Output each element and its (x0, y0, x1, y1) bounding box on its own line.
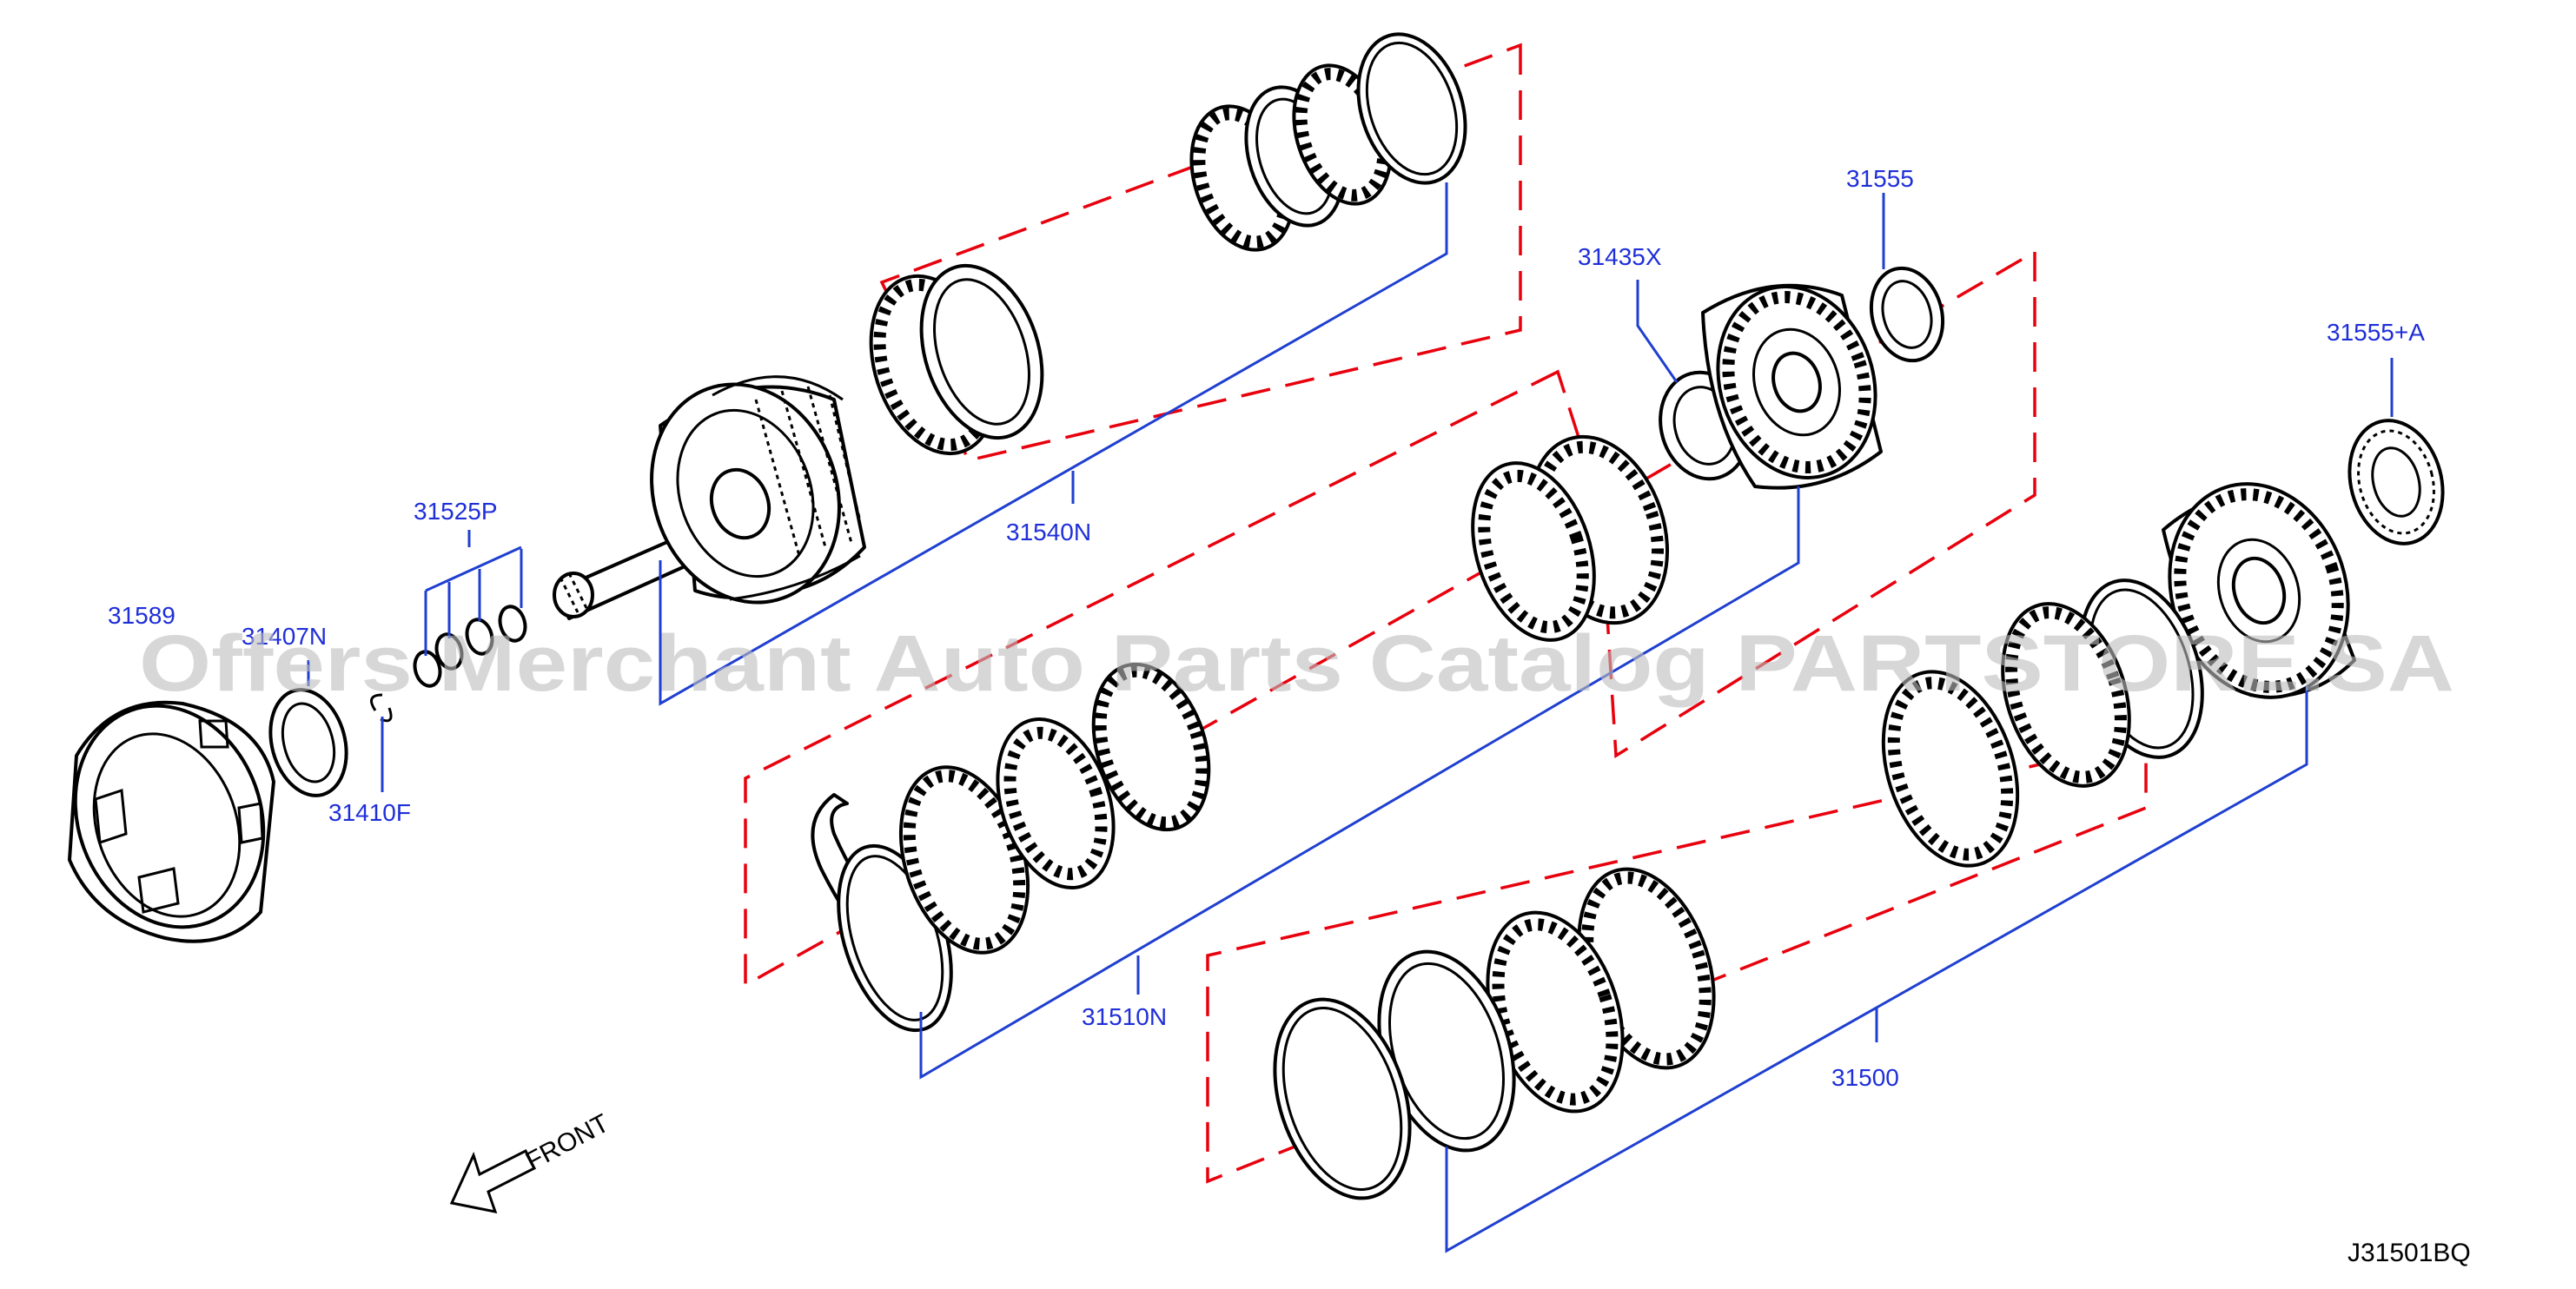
label-31500[interactable]: 31500 (1831, 1064, 1899, 1091)
part-31555a-needle-bearing[interactable] (2336, 410, 2456, 554)
front-label: FRONT (521, 1109, 614, 1177)
label-31410f[interactable]: 31410F (328, 799, 411, 826)
leader-lines (307, 182, 2394, 1253)
part-31540n-clutch-pack[interactable] (850, 20, 1483, 469)
label-31540n[interactable]: 31540N (1006, 519, 1091, 545)
front-direction-indicator: FRONT (449, 1109, 614, 1213)
label-31589[interactable]: 31589 (108, 602, 175, 629)
exploded-box-31540n (879, 43, 1522, 463)
label-31525p[interactable]: 31525P (414, 498, 498, 525)
part-31435x-clutch-rings[interactable] (1452, 419, 1691, 656)
diagram-reference-code: J31501BQ (2348, 1239, 2471, 1267)
part-input-shaft-drum[interactable] (553, 358, 869, 629)
watermark-text: Offers Merchant Auto Parts Catalog PARTS… (139, 619, 2454, 708)
label-31407n[interactable]: 31407N (242, 623, 327, 650)
exploded-box-31500 (1206, 737, 2148, 1184)
part-31500-rear-drum[interactable] (2142, 460, 2374, 721)
front-arrow-icon (449, 1148, 537, 1213)
part-31500-clutch-pack[interactable] (1251, 565, 2223, 1215)
label-31510n[interactable]: 31510N (1082, 1003, 1167, 1030)
part-planetary-hub[interactable] (1694, 266, 1900, 498)
part-31407n-thrust-washer[interactable] (259, 681, 357, 804)
part-31525p-seal-rings[interactable] (411, 604, 528, 689)
part-31510n-clutch-pack[interactable] (811, 650, 1228, 1045)
label-31555a[interactable]: 31555+A (2327, 319, 2425, 346)
leader-31500 (1445, 686, 2308, 1253)
part-31555-bearing-race[interactable] (1861, 260, 1952, 368)
leader-31525p (424, 530, 523, 656)
label-31555[interactable]: 31555 (1846, 165, 1914, 192)
leader-31540n (659, 182, 1448, 706)
label-31435x[interactable]: 31435X (1578, 243, 1662, 270)
part-31589-drum-housing[interactable] (45, 679, 294, 954)
leader-31435x (1636, 280, 1679, 383)
leader-31510n (919, 486, 1800, 1080)
